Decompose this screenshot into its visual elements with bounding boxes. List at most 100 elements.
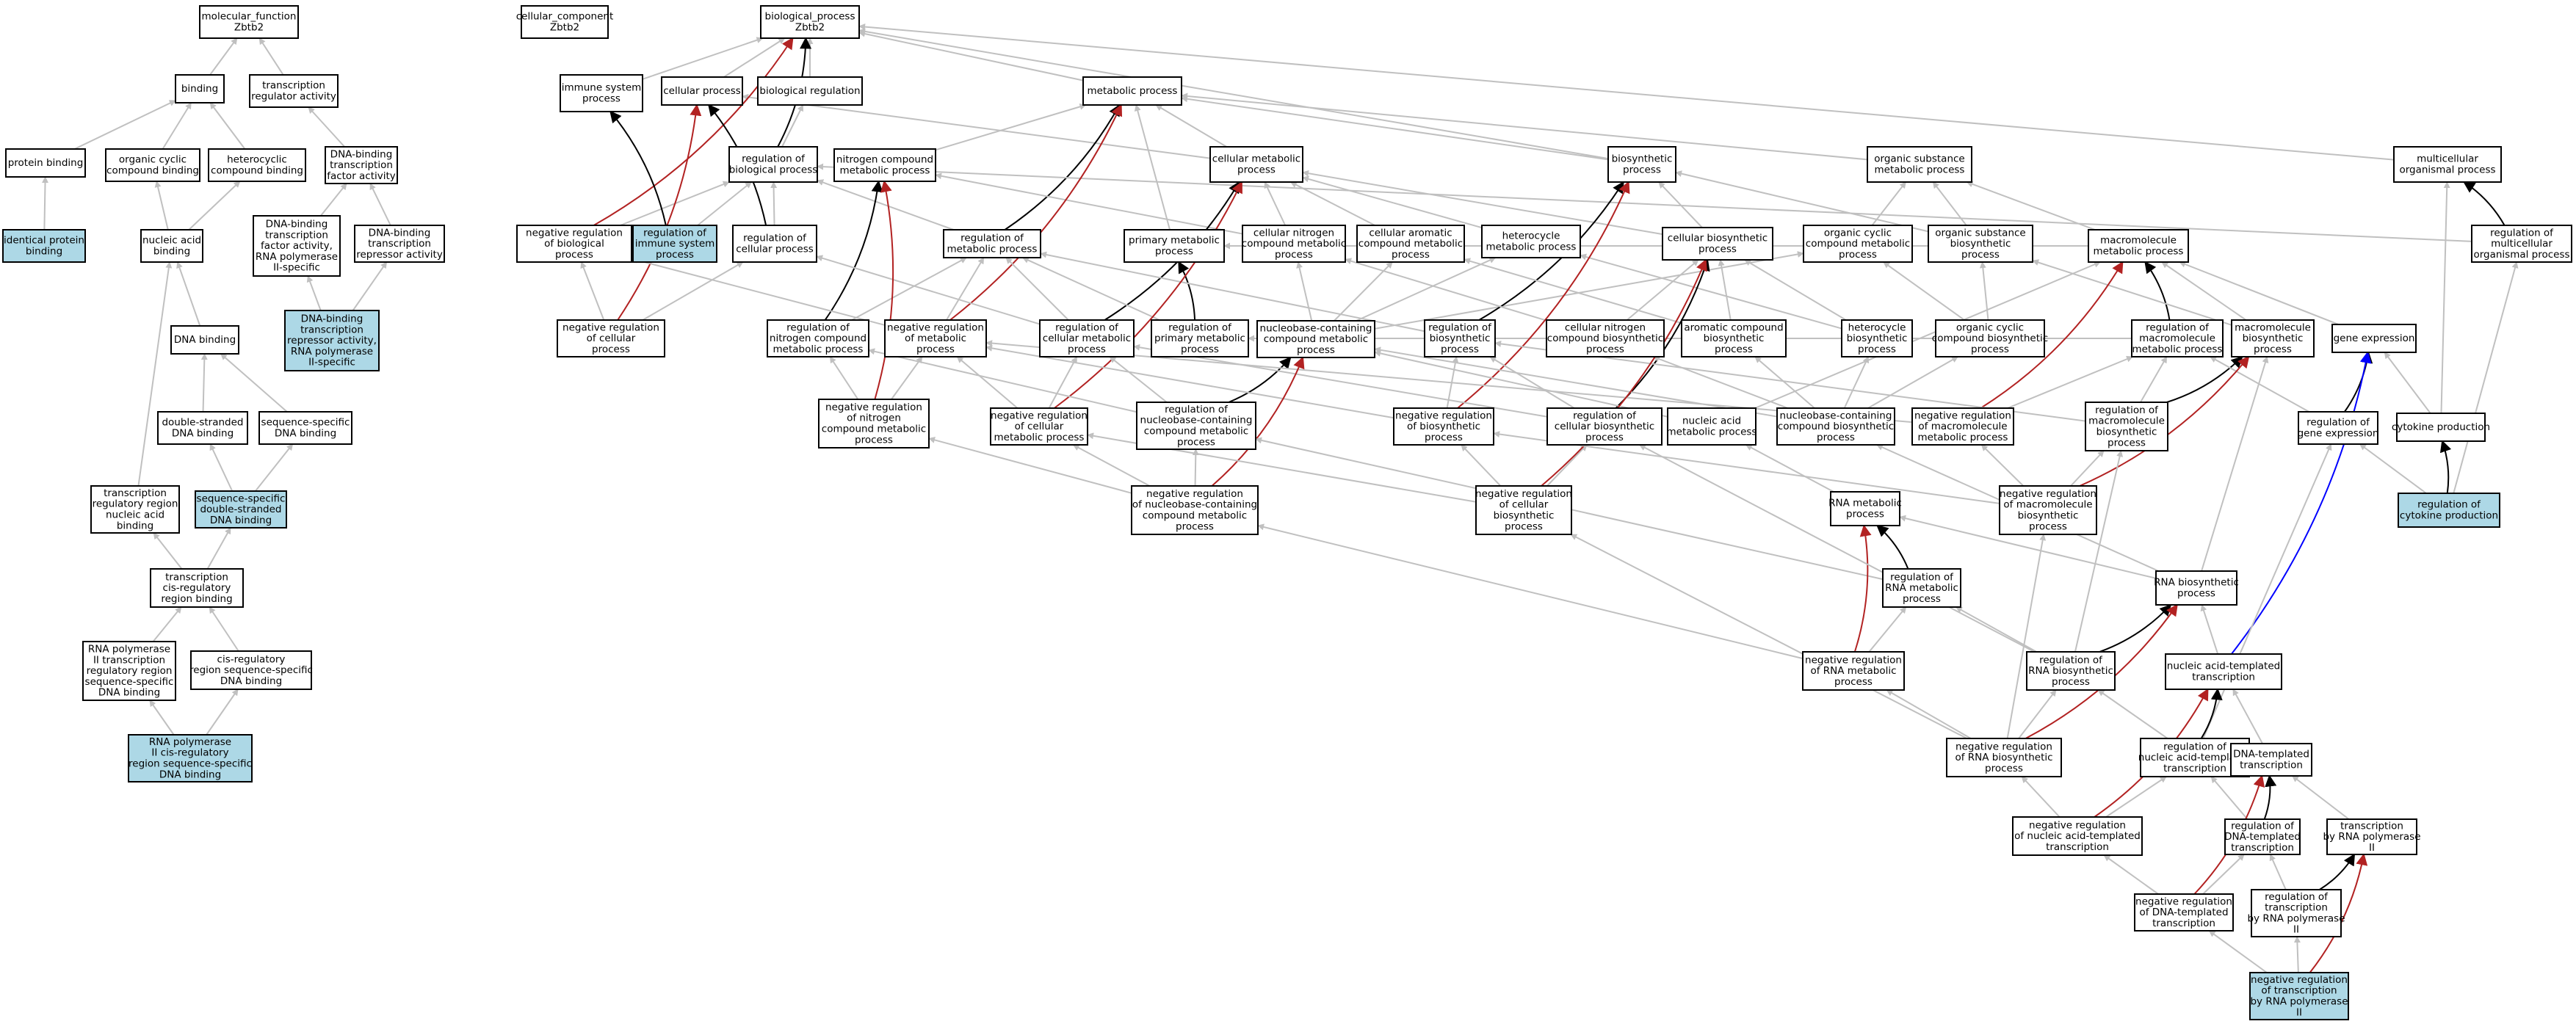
edge-is-a-nrrnamp-to-nrnbcmp bbox=[1257, 523, 1803, 660]
node-box bbox=[2224, 818, 2301, 855]
go-term-node-regmacbp[interactable]: regulation ofmacromoleculebiosyntheticpr… bbox=[2085, 402, 2168, 451]
edge-is-a-regcbp-to-regbios bbox=[1489, 356, 1575, 409]
go-term-node-protbind[interactable]: protein binding bbox=[5, 148, 86, 178]
go-term-node-binding[interactable]: binding bbox=[175, 74, 225, 104]
node-label-line: macromolecule bbox=[2139, 333, 2215, 344]
go-term-node-bioreg[interactable]: biological regulation bbox=[757, 76, 863, 106]
go-term-node-metproc[interactable]: metabolic process bbox=[1082, 76, 1182, 106]
go-term-node-cellproc[interactable]: cellular process bbox=[661, 76, 743, 106]
node-label-line: gene expression bbox=[2334, 333, 2415, 344]
edge-is-a-nrmacmp-to-regmacmp bbox=[2007, 355, 2134, 409]
go-term-node-geneexp[interactable]: gene expression bbox=[2331, 324, 2417, 353]
go-term-node-dnabind[interactable]: DNA binding bbox=[170, 325, 239, 355]
node-box bbox=[1841, 319, 1913, 357]
node-box bbox=[1481, 225, 1581, 258]
node-label-line: RNA polymerase bbox=[88, 644, 170, 656]
go-term-node-cytprod[interactable]: cytokine production bbox=[2392, 413, 2490, 442]
edge-regulates-regnbcmp-to-nbcmp bbox=[1228, 356, 1292, 403]
go-term-node-regnbcmp[interactable]: regulation ofnucleobase-containingcompou… bbox=[1136, 402, 1256, 450]
edge-is-a-ssdsdna-to-ssdna bbox=[255, 443, 294, 492]
